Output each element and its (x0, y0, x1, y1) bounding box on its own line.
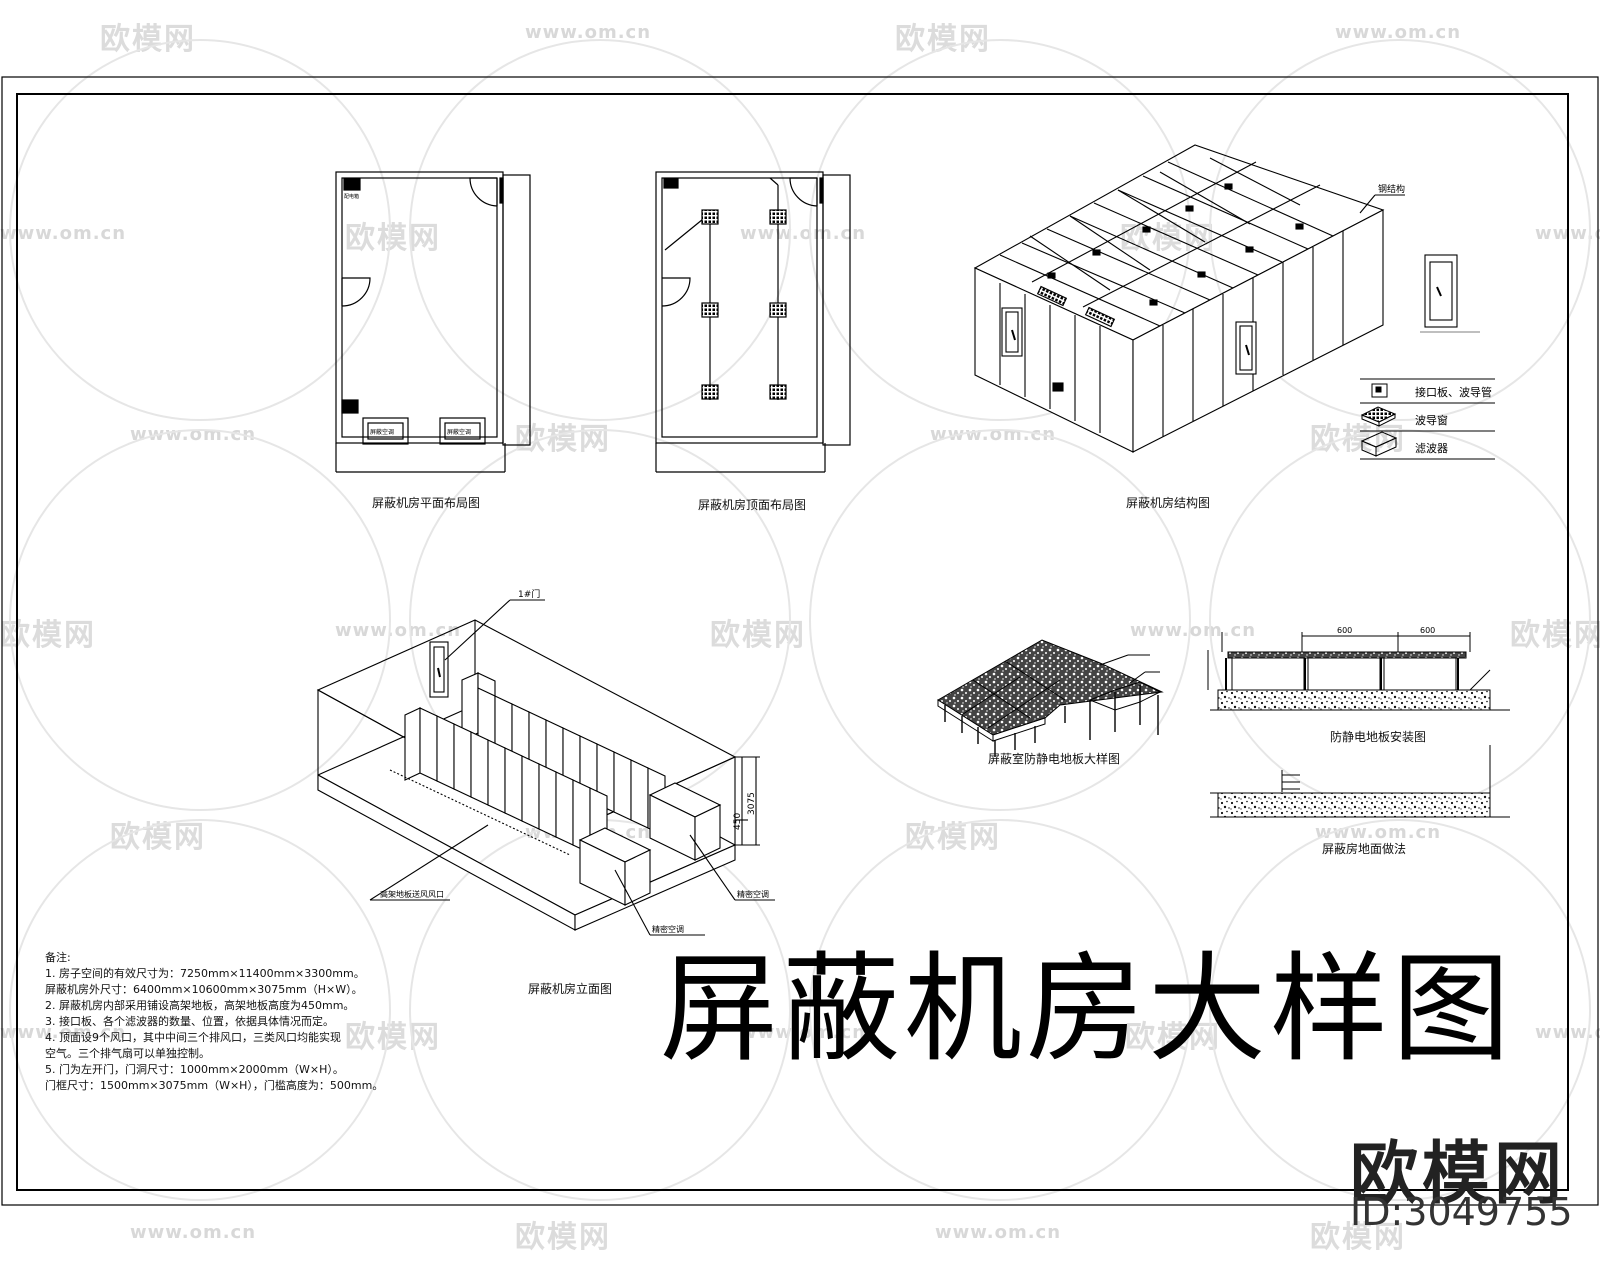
precision-ac-units (578, 782, 722, 906)
watermark-logo: 欧模网 (345, 1020, 441, 1055)
watermark-url: www.om.cn (335, 620, 462, 641)
iso-room-door-label: 1#门 (518, 588, 540, 600)
notes-line: 3. 接口板、各个滤波器的数量、位置，依据具体情况而定。 (45, 1015, 334, 1028)
watermark-logo: 欧模网 (100, 22, 196, 57)
watermark-url: www.om.cn (930, 424, 1057, 445)
notes-line: 5. 门为左开门，门洞尺寸：1000mm×2000mm（W×H）。 (45, 1063, 344, 1076)
plan-view-1: 屏蔽空调 屏蔽空调 配电箱 (335, 171, 531, 473)
honeycomb-vent-icon (1360, 406, 1397, 427)
watermark-logo: 欧模网 (0, 618, 96, 653)
floor-section-dim-right: 600 (1420, 626, 1435, 635)
caption-floor-iso: 屏蔽室防静电地板大样图 (988, 752, 1121, 766)
iso-shell-top-label: 钢结构 (1378, 183, 1405, 195)
watermark-url: www.om.cn (1335, 22, 1462, 43)
notes-block: 备注: 1. 房子空间的有效尺寸为：7250mm×11400mm×3300mm。… (45, 950, 385, 1094)
watermark-url: www.om.cn (740, 223, 867, 244)
watermark-logo: 欧模网 (1510, 618, 1600, 653)
legend-label-interface: 接口板、波导管 (1415, 385, 1492, 399)
watermark-url: www.om.cn (130, 1222, 257, 1243)
watermark-logo: 欧模网 (1310, 422, 1406, 457)
asset-id: ID:3049755 (1350, 1190, 1573, 1234)
iso-room-label-ac-1: 精密空调 (737, 889, 769, 899)
caption-floor-section: 防静电地板安装图 (1330, 730, 1427, 744)
legend: 接口板、波导管 波导窗 滤波器 (1360, 378, 1495, 460)
iso-room-dim-3075: 3075 (747, 792, 757, 815)
caption-iso-shell: 屏蔽机房结构图 (1126, 496, 1211, 510)
watermark-url: www.om.cn (935, 1222, 1062, 1243)
iso-shell-view: 钢结构 (973, 144, 1480, 453)
floor-iso-view (937, 639, 1164, 757)
watermark-logo: 欧模网 (515, 422, 611, 457)
floor-section-view: 600 600 (1207, 626, 1510, 711)
floor-section-dim-left: 600 (1337, 626, 1352, 635)
watermark-url: www.om.cn (1130, 620, 1257, 641)
watermark-url: www.om.cn (525, 22, 652, 43)
notes-line: 2. 屏蔽机房内部采用铺设高架地板，高架地板高度为450mm。 (45, 999, 355, 1012)
notes-heading: 备注: (45, 951, 71, 964)
notes-line: 4. 顶面设9个风口，其中中间三个排风口，三类风口均能实现 (45, 1031, 341, 1044)
inner-frame (16, 93, 1569, 1191)
caption-floor-layer: 屏蔽房地面做法 (1322, 842, 1407, 856)
caption-plan-2: 屏蔽机房顶面布局图 (698, 498, 807, 512)
notes-line: 1. 房子空间的有效尺寸为：7250mm×11400mm×3300mm。 (45, 967, 365, 980)
watermark-logo: 欧模网 (895, 22, 991, 57)
plan-view-2 (655, 171, 851, 473)
iso-room-label-cold-aisle: 高架地板送风风口 (380, 889, 444, 899)
plan-1-cabinet-label: 屏蔽空调 (447, 428, 471, 436)
interface-plate-icon (1371, 383, 1388, 398)
drawing-title: 屏蔽机房大样图 (660, 940, 1515, 1078)
watermark-logo: 欧模网 (1125, 1020, 1221, 1055)
plan-1-cabinet-label: 屏蔽空调 (370, 428, 394, 436)
rack-row-front (404, 707, 608, 862)
notes-line: 门框尺寸：1500mm×3075mm（W×H），门槛高度为：500mm。 (45, 1079, 384, 1092)
watermark-logo: 欧模网 (515, 1220, 611, 1255)
caption-iso-room: 屏蔽机房立面图 (528, 982, 613, 996)
watermark-logo: 欧模网 (345, 221, 441, 256)
watermark-url: www.om.cn (740, 1022, 867, 1043)
brand-logo: 欧模网 (1350, 1135, 1567, 1214)
iso-room-view: 1#门 (316, 588, 775, 936)
watermark-arcs (9, 39, 1591, 1201)
watermark-logo: 欧模网 (1310, 1220, 1406, 1255)
caption-plan-1: 屏蔽机房平面布局图 (372, 496, 481, 510)
filter-icon (1360, 431, 1398, 457)
legend-label-filter: 滤波器 (1415, 442, 1448, 455)
iso-room-label-ac-2: 精密空调 (652, 924, 684, 934)
plan-1-panel-label: 配电箱 (344, 193, 359, 200)
legend-label-vent: 波导窗 (1415, 413, 1448, 427)
outer-frame (1, 76, 1599, 1206)
watermark-url: www.om.cn (0, 1022, 127, 1043)
watermark-url: www.om.cn (130, 424, 257, 445)
watermark-url: www.om.cn (0, 223, 127, 244)
notes-line: 屏蔽机房外尺寸：6400mm×10600mm×3075mm（H×W）。 (45, 983, 363, 996)
iso-room-dim-450: 450 (733, 813, 743, 830)
notes-line: 空气。三个排气扇可以单独控制。 (45, 1047, 210, 1060)
floor-layer-view (1210, 745, 1510, 818)
